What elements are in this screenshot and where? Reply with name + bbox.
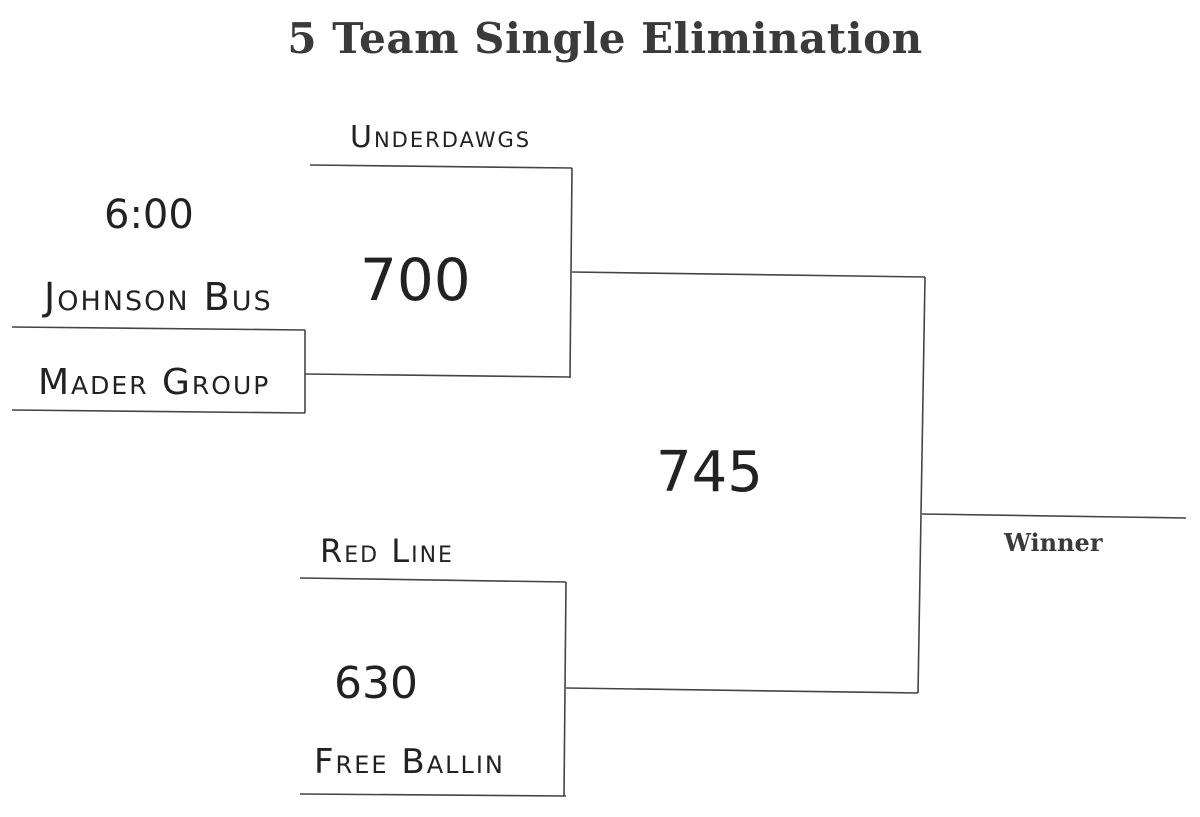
r2b-team-b: Free Ballin bbox=[314, 742, 505, 782]
r2b-bottom-line bbox=[299, 793, 567, 797]
r2b-time: 630 bbox=[334, 658, 418, 709]
winner-label: Winner bbox=[1004, 528, 1103, 557]
r1-out bbox=[304, 373, 571, 378]
r1-top-line bbox=[11, 326, 306, 331]
r2b-vertical bbox=[563, 581, 567, 797]
final-vertical bbox=[917, 276, 926, 694]
page-title: 5 Team Single Elimination bbox=[287, 14, 923, 63]
r1-team-b: Mader Group bbox=[38, 362, 271, 403]
r1-time: 6:00 bbox=[104, 192, 194, 238]
r2t-out bbox=[571, 271, 926, 278]
r2t-vertical bbox=[569, 167, 573, 379]
r2b-out bbox=[565, 687, 919, 694]
winner-line bbox=[921, 513, 1187, 519]
r2t-time: 700 bbox=[360, 246, 471, 314]
r2b-top-line bbox=[299, 577, 567, 583]
r1-team-a: Johnson Bus bbox=[44, 275, 273, 319]
final-time: 745 bbox=[656, 440, 763, 505]
r1-bottom-line bbox=[11, 409, 306, 414]
r2t-top-line bbox=[309, 164, 573, 169]
r2b-team-a: Red Line bbox=[320, 532, 454, 570]
r2t-team-a: Underdawgs bbox=[350, 120, 532, 155]
